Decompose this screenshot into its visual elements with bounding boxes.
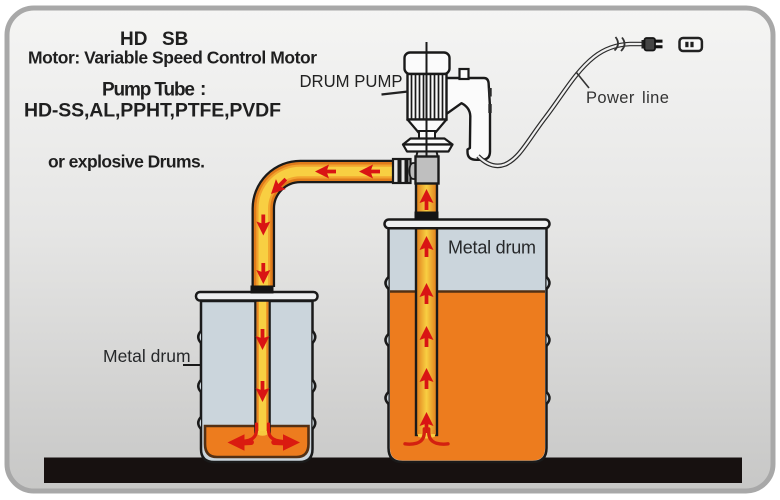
svg-text::: : (200, 79, 206, 100)
svg-text:Pump Tube: Pump Tube (102, 80, 195, 101)
svg-text:HD: HD (120, 29, 147, 50)
svg-text:Motor: Variable Speed Control: Motor: Variable Speed Control Motor (28, 48, 317, 68)
svg-text:SB: SB (162, 29, 188, 50)
svg-text:HD-SS,AL,PPHT,PTFE,PVDF: HD-SS,AL,PPHT,PTFE,PVDF (24, 100, 281, 122)
svg-text:DRUM PUMP: DRUM PUMP (300, 71, 403, 91)
svg-text:Metal drum: Metal drum (448, 238, 536, 258)
svg-text:Power: Power (586, 89, 635, 107)
svg-text:or explosive Drums.: or explosive Drums. (48, 152, 205, 172)
svg-text:line: line (642, 89, 669, 107)
svg-text:Metal drum: Metal drum (103, 346, 191, 366)
